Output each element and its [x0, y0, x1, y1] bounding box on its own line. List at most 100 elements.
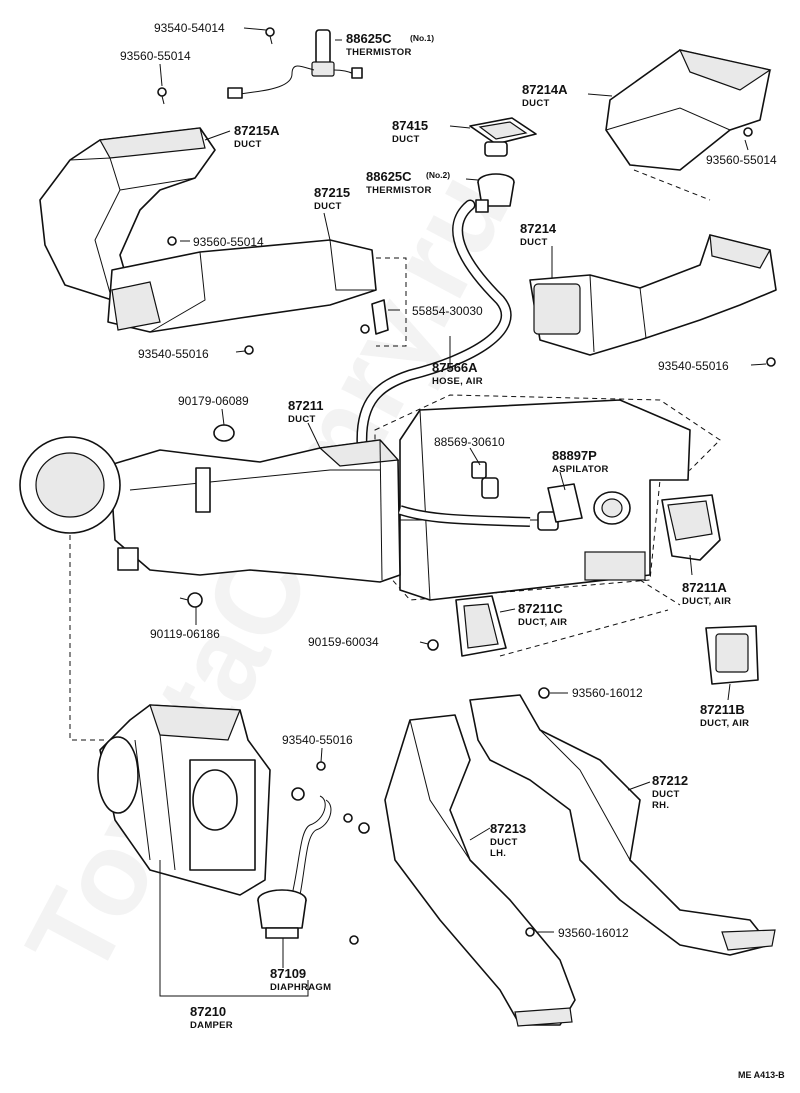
screws-damper	[291, 761, 370, 945]
svg-text:87215A: 87215A	[234, 123, 280, 138]
svg-text:87109: 87109	[270, 966, 306, 981]
svg-text:93540-55016: 93540-55016	[138, 347, 209, 361]
duct-87215	[107, 239, 377, 333]
svg-text:LH.: LH.	[490, 848, 506, 859]
svg-text:RH.: RH.	[652, 800, 669, 811]
thermistor-no1	[227, 29, 363, 99]
screw-93560-16012-top	[538, 687, 550, 699]
svg-text:90179-06089: 90179-06089	[178, 394, 249, 408]
label-87213: 87213 DUCT LH.	[490, 821, 526, 859]
svg-text:90119-06186: 90119-06186	[150, 627, 220, 641]
svg-text:DIAPHRAGM: DIAPHRAGM	[270, 982, 331, 993]
guide-line-87211a	[639, 579, 681, 606]
label-88569-30610: 88569-30610	[434, 435, 505, 449]
guide-line-87211c	[499, 609, 669, 657]
svg-text:87213: 87213	[490, 821, 526, 836]
screw-90119-06186	[179, 592, 203, 608]
svg-text:88625C: 88625C	[366, 169, 412, 184]
svg-text:DUCT, AIR: DUCT, AIR	[682, 596, 731, 607]
svg-text:DUCT: DUCT	[520, 237, 548, 248]
svg-text:93560-16012: 93560-16012	[558, 926, 629, 940]
label-87566a: 87566A HOSE, AIR	[432, 360, 483, 387]
svg-text:87211B: 87211B	[700, 702, 745, 717]
clamp-88569-30610	[471, 461, 499, 499]
label-87109: 87109 DIAPHRAGM	[270, 966, 331, 993]
svg-text:88897P: 88897P	[552, 448, 597, 463]
svg-text:DUCT: DUCT	[652, 789, 680, 800]
label-87214a: 87214A DUCT	[522, 82, 568, 109]
svg-text:DUCT: DUCT	[314, 201, 342, 212]
label-87211b: 87211B DUCT, AIR	[700, 702, 749, 729]
svg-text:87415: 87415	[392, 118, 428, 133]
svg-text:THERMISTOR: THERMISTOR	[366, 185, 432, 196]
duct-87214	[529, 234, 777, 356]
guide-line-87215	[376, 257, 407, 347]
label-93560-55014-c: 93560-55014	[193, 235, 264, 249]
svg-text:88569-30610: 88569-30610	[434, 435, 505, 449]
duct-87211c	[455, 595, 507, 657]
svg-text:DAMPER: DAMPER	[190, 1020, 233, 1031]
label-87211c: 87211C DUCT, AIR	[518, 601, 567, 628]
hose-87566a-inner	[357, 201, 511, 449]
svg-text:93560-55014: 93560-55014	[706, 153, 777, 167]
label-87215: 87215 DUCT	[314, 185, 350, 212]
svg-text:(No.1): (No.1)	[410, 33, 434, 43]
footer-code: ME A413-B	[738, 1070, 785, 1080]
svg-text:93540-55016: 93540-55016	[658, 359, 729, 373]
svg-text:93560-55014: 93560-55014	[120, 49, 191, 63]
damper-87210	[97, 704, 271, 896]
label-87211: 87211 DUCT	[288, 398, 323, 425]
label-88897p: 88897P ASPILATOR	[552, 448, 609, 475]
screw-93540-54014	[265, 27, 275, 45]
svg-text:DUCT: DUCT	[490, 837, 518, 848]
label-90119-06186: 90119-06186	[150, 627, 220, 641]
label-93560-55014-a: 93560-55014	[120, 49, 191, 63]
heater-unit	[399, 399, 691, 601]
duct-87415	[469, 117, 537, 157]
svg-text:88625C: 88625C	[346, 31, 392, 46]
duct-87211a	[661, 494, 721, 561]
guide-line-87214a	[633, 169, 711, 201]
label-87214: 87214 DUCT	[520, 221, 557, 248]
label-88625c-no1: 88625C (No.1) THERMISTOR	[346, 31, 434, 58]
screw-93560-55014-top	[157, 87, 167, 105]
screw-93540-55016-left	[244, 324, 370, 355]
label-55854-30030: 55854-30030	[412, 304, 483, 318]
svg-text:DUCT, AIR: DUCT, AIR	[700, 718, 749, 729]
svg-text:87214: 87214	[520, 221, 557, 236]
svg-text:93540-55016: 93540-55016	[282, 733, 353, 747]
label-93540-55016-b: 93540-55016	[658, 359, 729, 373]
label-93540-55016-c: 93540-55016	[282, 733, 353, 747]
label-93540-54014: 93540-54014	[154, 21, 225, 35]
screw-93560-16012-bottom	[525, 927, 535, 937]
svg-text:93540-54014: 93540-54014	[154, 21, 225, 35]
svg-text:90159-60034: 90159-60034	[308, 635, 379, 649]
duct-87212	[469, 694, 776, 956]
svg-text:87214A: 87214A	[522, 82, 568, 97]
svg-text:87211A: 87211A	[682, 580, 727, 595]
label-90179-06089: 90179-06089	[178, 394, 249, 408]
screw-93560-55014-duct	[167, 236, 177, 246]
duct-87211b	[705, 625, 759, 685]
svg-text:93560-16012: 93560-16012	[572, 686, 643, 700]
svg-text:DUCT: DUCT	[392, 134, 420, 145]
svg-text:93560-55014: 93560-55014	[193, 235, 264, 249]
label-93560-16012-a: 93560-16012	[572, 686, 643, 700]
label-87211a: 87211A DUCT, AIR	[682, 580, 731, 607]
svg-text:DUCT, AIR: DUCT, AIR	[518, 617, 567, 628]
label-93560-55014-b: 93560-55014	[706, 153, 777, 167]
svg-text:DUCT: DUCT	[522, 98, 550, 109]
svg-text:HOSE, AIR: HOSE, AIR	[432, 376, 483, 387]
label-88625c-no2: 88625C (No.2) THERMISTOR	[366, 169, 450, 196]
svg-text:87211C: 87211C	[518, 601, 563, 616]
screw-90159-60034	[427, 639, 439, 651]
svg-text:55854-30030: 55854-30030	[412, 304, 483, 318]
label-87212: 87212 DUCT RH.	[652, 773, 688, 811]
svg-text:THERMISTOR: THERMISTOR	[346, 47, 412, 58]
label-87415: 87415 DUCT	[392, 118, 428, 145]
svg-text:ASPILATOR: ASPILATOR	[552, 464, 609, 475]
screw-93560-55014-right	[743, 127, 753, 137]
guide-line-damper	[69, 535, 105, 741]
